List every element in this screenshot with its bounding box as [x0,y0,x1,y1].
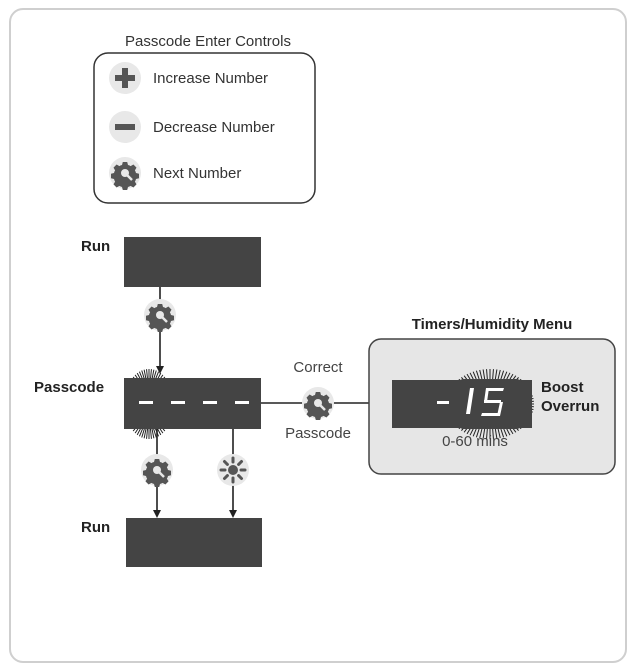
legend-label-increase: Increase Number [153,70,268,87]
menu-value-highlight [456,379,524,429]
run-bottom-label: Run [81,519,110,536]
flash-ray [492,428,494,439]
legend-box [93,52,316,204]
flash-ray [482,428,486,439]
passcode-caption: Passcode [285,425,351,442]
minus-icon [109,111,141,143]
flash-ray [494,428,498,439]
legend-title: Passcode Enter Controls [125,33,291,50]
flash-ray [500,370,505,381]
menu-param-line2: Overrun [541,398,599,415]
menu-param-line1: Boost [541,379,584,396]
scroll-icon [215,452,251,488]
flash-ray [146,369,149,380]
flash-ray [479,428,483,439]
gear-icon [142,297,178,334]
menu-range: 0-60 mins [442,433,508,450]
flash-ray [486,369,488,380]
legend-label-next: Next Number [153,165,241,182]
run-top-label: Run [81,238,110,255]
flash-ray [152,427,157,438]
flash-ray [475,370,480,381]
flash-ray [149,369,152,380]
correct-label: Correct [293,359,343,376]
flash-ray [143,369,147,380]
menu-title: Timers/Humidity Menu [412,316,573,333]
flash-ray [141,427,146,438]
flash-ray [149,428,152,439]
passcode-label: Passcode [34,379,104,396]
flash-ray [146,428,149,439]
flash-ray [151,428,155,439]
run-top-display [124,237,261,287]
flash-ray [151,369,155,380]
gear-icon [139,452,175,489]
flash-ray [475,427,480,438]
plus-icon [109,62,141,94]
menu-value-digits [437,388,504,416]
flash-ray [486,428,488,439]
flash-ray [492,369,494,380]
passcode-dashes [139,401,249,404]
flash-ray [143,428,147,439]
flash-ray [497,369,501,380]
legend-label-decrease: Decrease Number [153,119,275,136]
flash-ray [482,369,486,380]
flash-ray [479,369,483,380]
flash-ray [500,427,505,438]
flash-ray [497,428,501,439]
gear-icon [300,385,336,422]
run-bottom-display [126,518,262,567]
flash-ray [494,369,498,380]
